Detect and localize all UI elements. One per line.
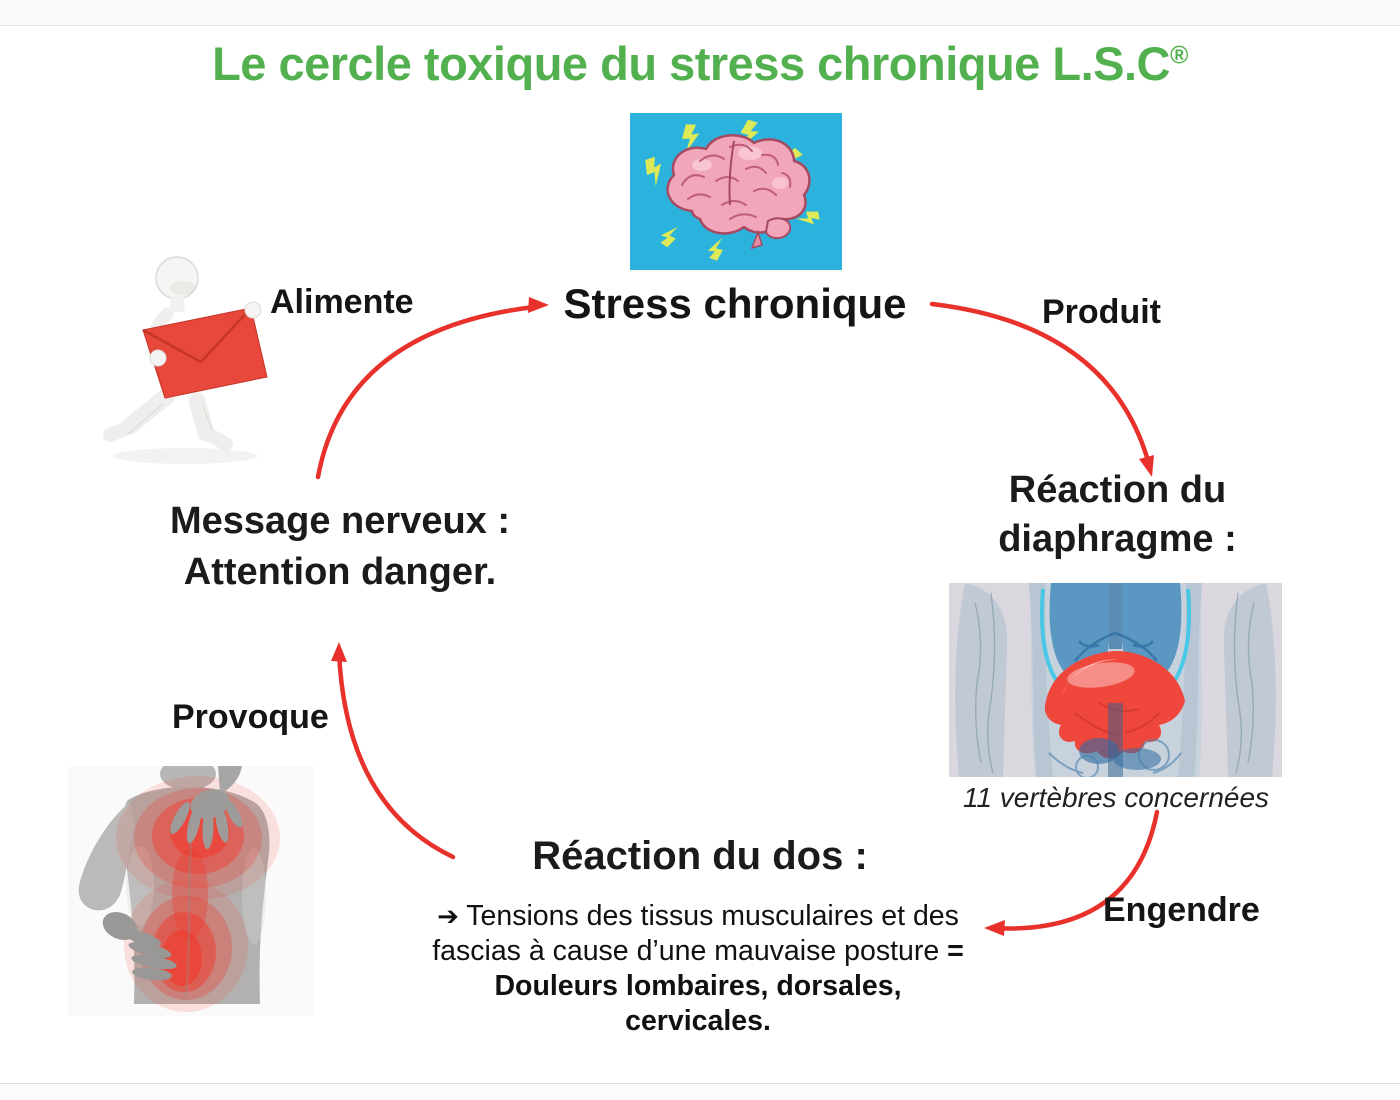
dos-equals: = <box>947 935 964 968</box>
edge-label-produit: Produit <box>1042 293 1161 331</box>
arrow-provoque <box>336 649 456 860</box>
edge-label-alimente: Alimente <box>270 283 414 321</box>
arrowhead-engendre <box>984 920 1005 936</box>
message-line2: Attention danger. <box>183 551 497 594</box>
node-reaction-dos: Réaction du dos : <box>532 834 868 878</box>
arrowhead-alimente <box>528 297 549 313</box>
page-title: Le cercle toxique du stress chronique L.… <box>0 36 1400 91</box>
dos-description: ➔ Tensions des tissus musculaires et des… <box>393 899 1003 1039</box>
node-stress-chronique: Stress chronique <box>563 280 907 327</box>
page-title-text: Le cercle toxique du stress chronique L.… <box>212 37 1170 90</box>
node-message-nerveux: Message nerveux : Attention danger. <box>110 496 570 599</box>
diaphragme-line1: Réaction du <box>1008 469 1227 511</box>
stressed-brain-icon <box>630 113 842 270</box>
arrow-engendre <box>989 809 1160 931</box>
arrowhead-produit <box>1139 455 1154 477</box>
dos-line2: fascias à cause d’une mauvaise posture = <box>432 935 964 968</box>
edge-label-engendre: Engendre <box>1103 891 1260 929</box>
dos-line4: cervicales. <box>625 1005 771 1038</box>
arrowhead-provoque <box>331 642 347 662</box>
arrow-produit <box>929 301 1152 467</box>
back-pain-image <box>68 766 313 1016</box>
diaphragme-caption: 11 vertèbres concernées <box>962 782 1270 813</box>
arrow-alimente <box>315 304 537 480</box>
right-arrow-bullet-icon: ➔ <box>437 901 459 931</box>
scan-edge-bottom <box>0 1083 1400 1100</box>
message-line1: Message nerveux : <box>169 500 511 542</box>
messenger-red-envelope-icon <box>103 256 268 464</box>
node-reaction-diaphragme: Réaction du diaphragme : <box>950 466 1285 565</box>
dos-line3: Douleurs lombaires, dorsales, <box>494 970 902 1003</box>
diaphragm-anatomy-image <box>949 583 1282 777</box>
dos-line1: ➔ Tensions des tissus musculaires et des <box>437 900 959 932</box>
diaphragme-line2: diaphragme : <box>998 518 1237 561</box>
registered-mark: ® <box>1170 41 1188 70</box>
scan-edge-top <box>0 0 1400 26</box>
edge-label-provoque: Provoque <box>172 698 329 736</box>
